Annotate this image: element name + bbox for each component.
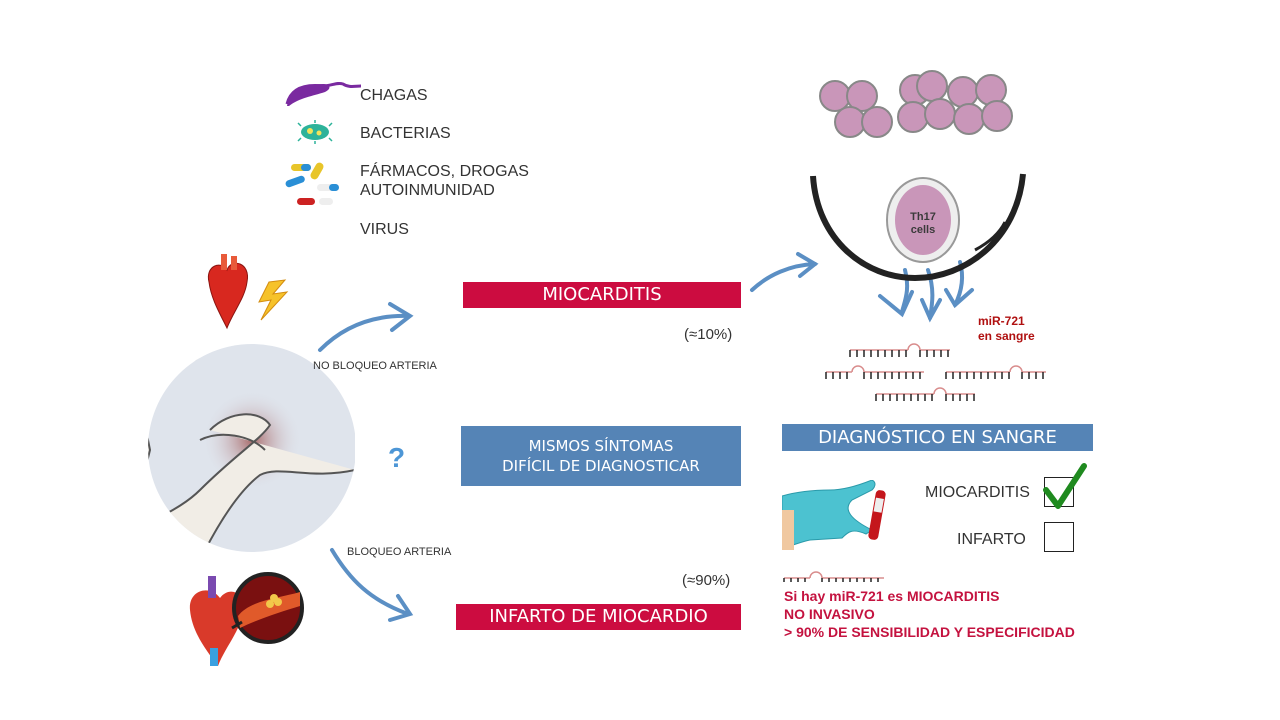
mirna-label-line2: en sangre	[978, 329, 1035, 343]
cause-virus: VIRUS	[360, 221, 409, 238]
cause-chagas: CHAGAS	[360, 87, 428, 104]
th17-label-line2: cells	[910, 224, 936, 236]
gloved-hand-blood-tube-icon	[782, 480, 886, 550]
note-mirna: Si hay miR-721 es MIOCARDITIS	[784, 588, 1000, 604]
block-label: BLOQUEO ARTERIA	[347, 546, 452, 558]
diagnosis-title: DIAGNÓSTICO EN SANGRE	[818, 427, 1057, 448]
option-infarct-label: INFARTO	[957, 531, 1026, 548]
mirna-label-line1: miR-721	[978, 314, 1025, 328]
bacteria-icon	[297, 120, 333, 144]
diagnosis-banner: DIAGNÓSTICO EN SANGRE	[782, 424, 1093, 451]
diagnosis-notes: Si hay miR-721 es MIOCARDITIS NO INVASIV…	[784, 587, 1075, 641]
infarct-banner-label: INFARTO DE MIOCARDIO	[489, 606, 708, 627]
blood-vessel-icon	[810, 173, 1026, 282]
arrow-head-infarct	[388, 594, 414, 622]
myocarditis-percent: (≈10%)	[684, 326, 733, 343]
cause-autoinmunidad: AUTOINMUNIDAD	[360, 182, 495, 199]
same-symptoms-line2: DIFÍCIL DE DIAGNOSTICAR	[502, 457, 700, 475]
cell-cluster-icon	[819, 70, 1013, 138]
myocarditis-banner-label: MIOCARDITIS	[542, 284, 662, 305]
th17-label: Th17 cells	[893, 211, 953, 237]
th17-label-line1: Th17	[910, 211, 936, 223]
infarct-banner: INFARTO DE MIOCARDIO	[456, 604, 741, 630]
mirna-label: miR-721 en sangre	[978, 314, 1035, 344]
parasite-icon	[285, 81, 362, 106]
option-infarct-checkbox[interactable]	[1044, 522, 1074, 552]
mirna-strand-small-icon	[783, 571, 884, 582]
note-non-invasive: NO INVASIVO	[784, 606, 875, 622]
arrow-head-myocarditis	[388, 302, 414, 332]
mirna-strands-icon	[825, 343, 1046, 401]
check-mark-icon	[1043, 463, 1087, 509]
blocked-artery-heart-icon	[189, 572, 304, 666]
cause-farmacos: FÁRMACOS, DROGAS	[360, 163, 529, 180]
option-myocarditis-label: MIOCARDITIS	[925, 484, 1030, 501]
pills-icon	[285, 162, 339, 205]
myocarditis-banner: MIOCARDITIS	[463, 282, 741, 308]
heart-attack-icon	[207, 254, 289, 330]
same-symptoms-banner: MISMOS SÍNTOMAS DIFÍCIL DE DIAGNOSTICAR	[461, 426, 741, 486]
no-block-label: NO BLOQUEO ARTERIA	[313, 360, 437, 372]
question-mark: ?	[388, 442, 406, 473]
chest-pain-illustration	[148, 344, 355, 552]
same-symptoms-line1: MISMOS SÍNTOMAS	[528, 437, 674, 455]
note-sensitivity: > 90% DE SENSIBILIDAD Y ESPECIFICIDAD	[784, 624, 1075, 640]
cause-bacterias: BACTERIAS	[360, 125, 451, 142]
infarct-percent: (≈90%)	[682, 572, 731, 589]
